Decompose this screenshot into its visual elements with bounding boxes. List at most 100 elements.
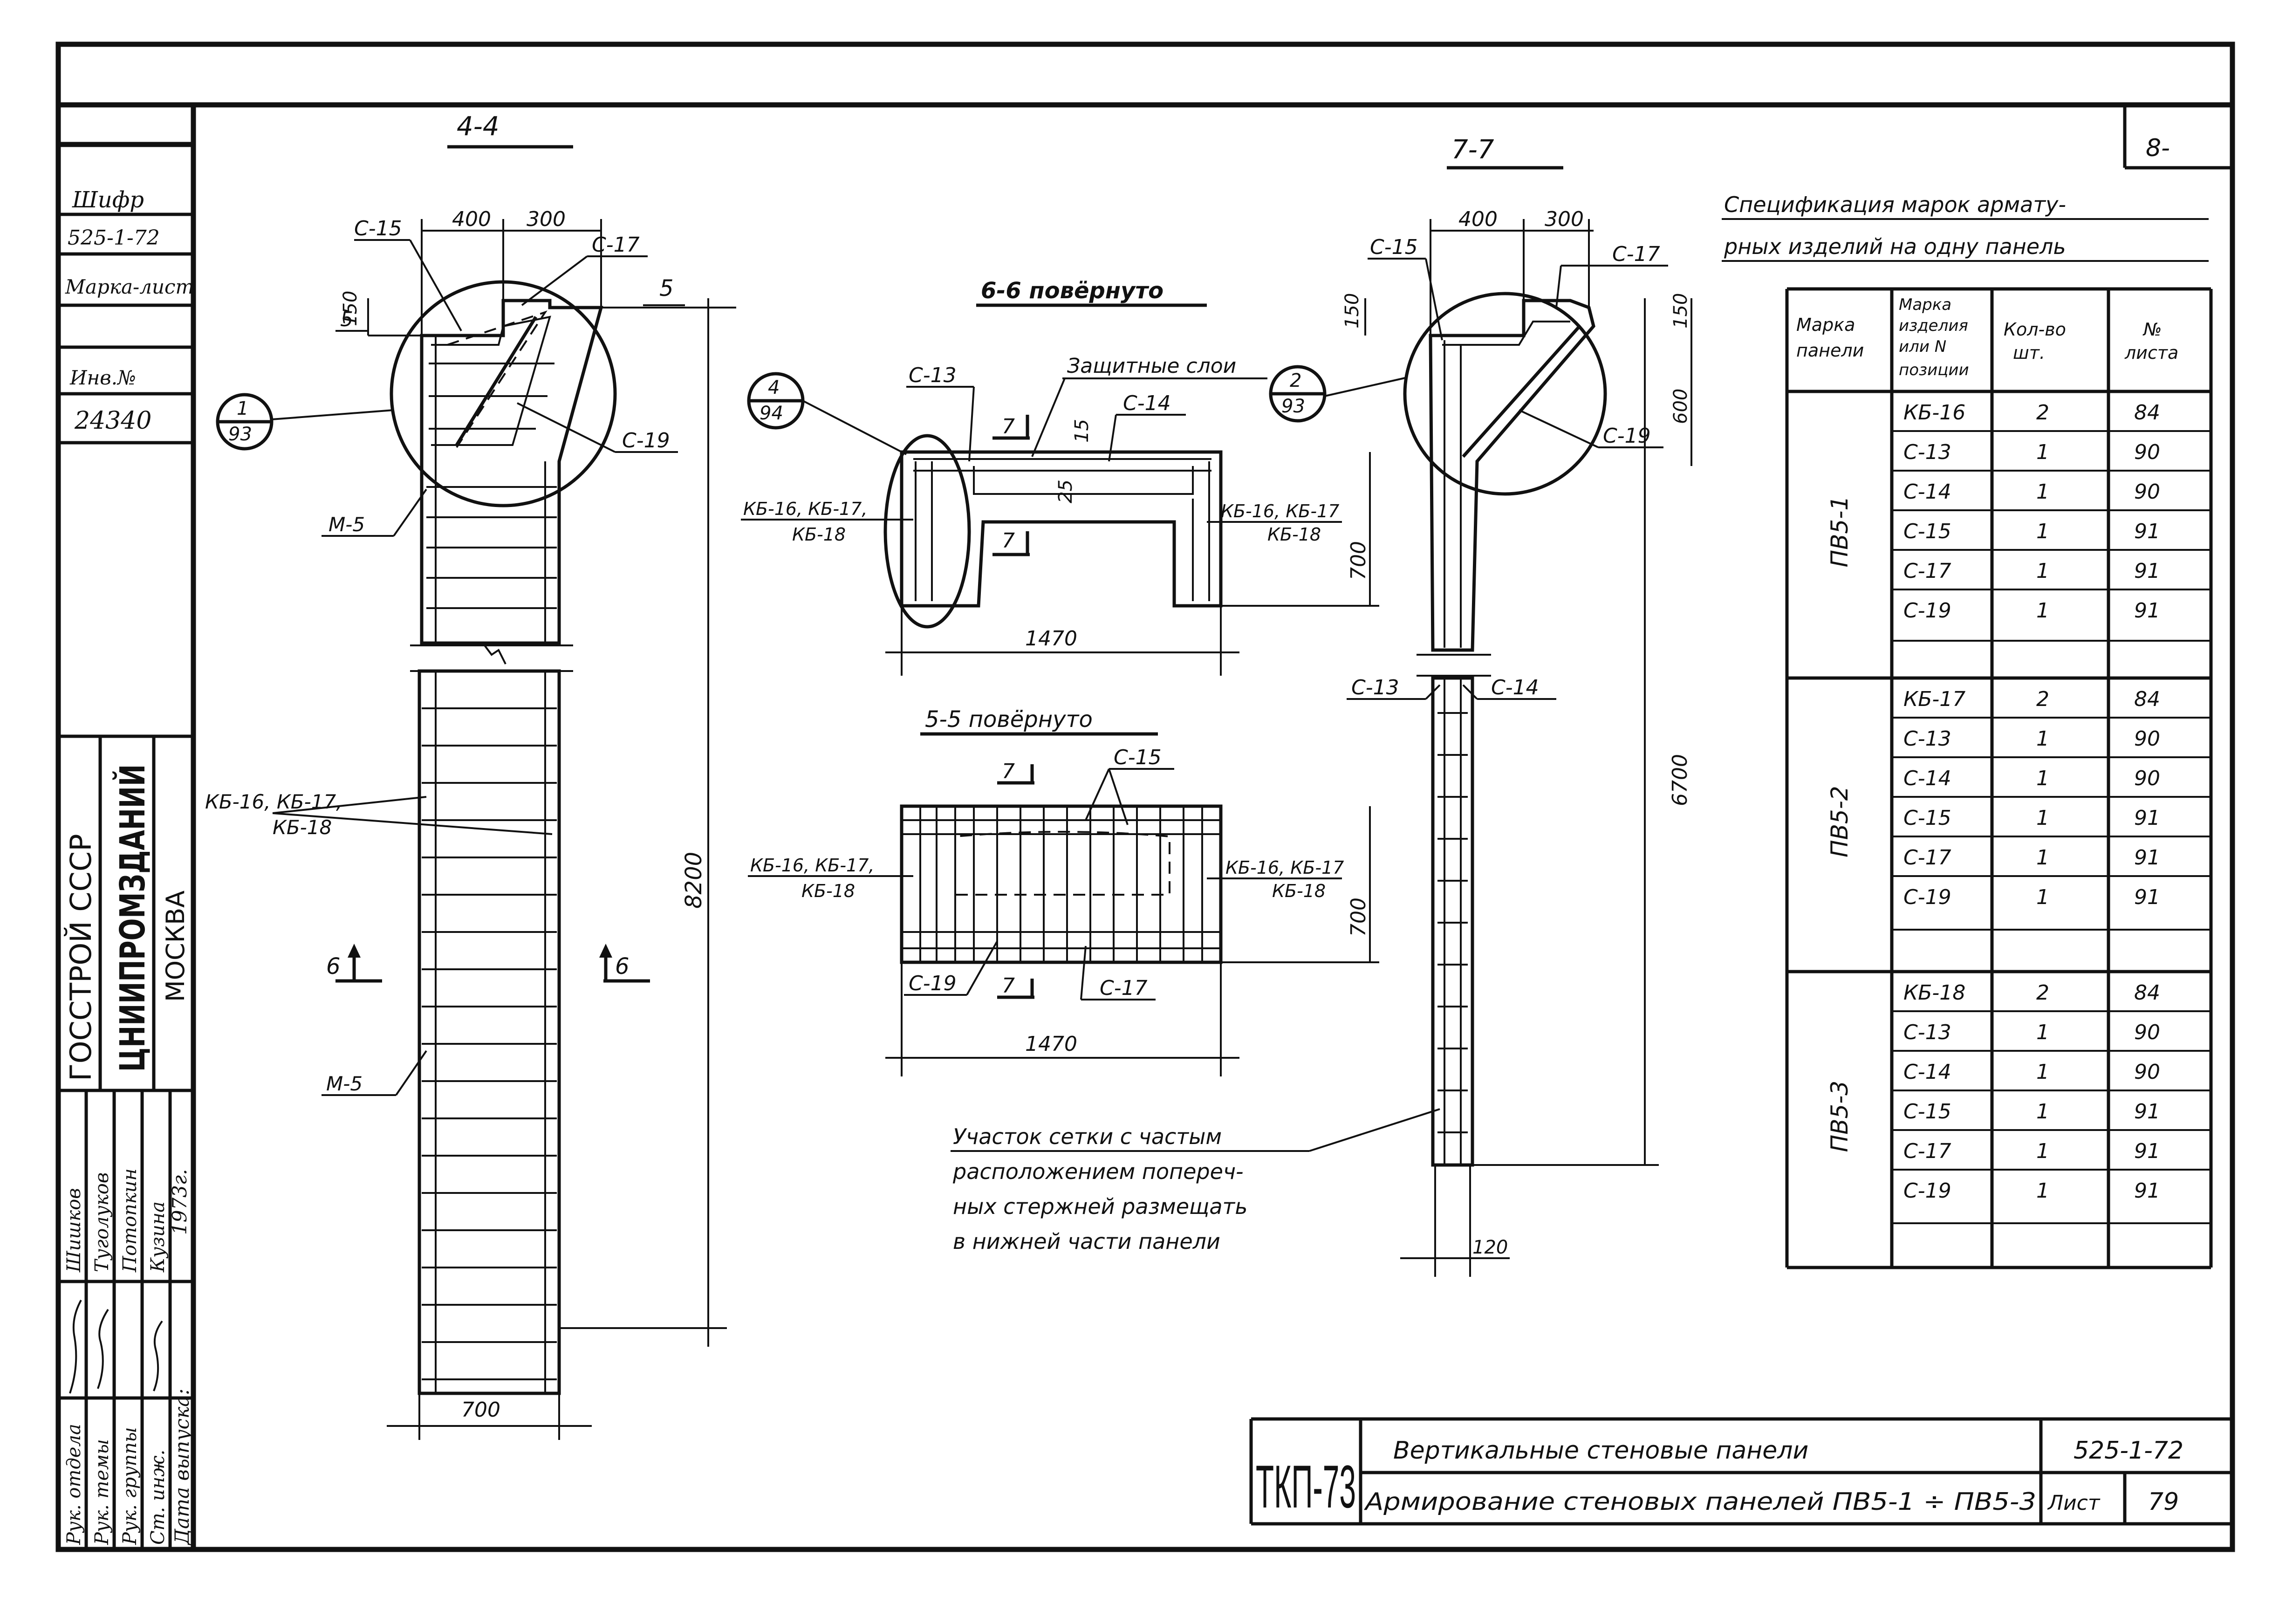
spec-cell-g0-r1-c0: С-13	[1903, 440, 1951, 464]
spec-panel-1: ПВ5-2	[1826, 786, 1853, 857]
spec-cell-g2-r4-c2: 91	[2134, 1139, 2160, 1163]
name-1: Шишков	[63, 1188, 85, 1273]
label-m5-bottom: М-5	[326, 1072, 363, 1095]
hdr-item-4: позиции	[1899, 361, 1969, 379]
spec-table: Спецификация марок армату- рных изделий …	[1722, 192, 2213, 1269]
note-line-3: ных стержней размещать	[953, 1194, 1247, 1219]
spec-cell-g0-r5-c1: 1	[2036, 599, 2049, 623]
spec-cell-g2-r2-c0: С-14	[1903, 1060, 1951, 1084]
dim-15: 15	[1071, 419, 1093, 443]
title-block: ТКП-73 Вертикальные стеновые панели Арми…	[1249, 1417, 2232, 1526]
label-m5-top: М-5	[329, 513, 365, 536]
name-4: Кузина	[147, 1201, 169, 1273]
hdr-item-2: изделия	[1899, 316, 1968, 335]
label-kb-left-2: КБ-18	[792, 524, 846, 545]
label-kb-55-right-2: КБ-18	[1272, 881, 1326, 901]
spec-cell-g0-r3-c2: 91	[2134, 520, 2160, 543]
spec-cell-g2-r2-c2: 90	[2134, 1060, 2160, 1084]
label-kb-2: КБ-18	[273, 816, 332, 839]
spec-cell-g2-r5-c1: 1	[2036, 1179, 2049, 1203]
side-stamp: Шифр 525-1-72 Марка-лист Инв.№ 24340 ГОС…	[58, 187, 194, 1549]
section-5-5-title: 5-5 повёрнуто	[925, 706, 1093, 733]
title-line-2: Армирование стеновых панелей ПВ5-1 ÷ ПВ5…	[1364, 1488, 2036, 1516]
spec-cell-g1-r2-c1: 1	[2036, 767, 2049, 790]
org-gosstroy: ГОССТРОЙ СССР	[64, 834, 98, 1081]
spec-title-2: рных изделий на одну панель	[1724, 234, 2066, 259]
cut-7-a: 7	[1002, 415, 1015, 439]
label-c19-b: С-19	[909, 972, 957, 995]
spec-header-sheet: № листа	[2124, 319, 2178, 363]
hdr-item-1: Марка	[1899, 295, 1951, 314]
spec-cell-g0-r2-c0: С-14	[1903, 480, 1951, 504]
label-protective: Защитные слои	[1067, 354, 1236, 378]
hdr-panel-1: Марка	[1796, 315, 1855, 335]
dim-150-b: 150	[1341, 293, 1363, 329]
note-mesh: Участок сетки с частым расположением поп…	[951, 1108, 1440, 1254]
spec-cell-g1-r2-c0: С-14	[1903, 767, 1951, 790]
label-kb-left-1: КБ-16, КБ-17,	[743, 499, 867, 519]
dim-5-right: 5	[659, 275, 674, 302]
section-6-6-title: 6-6 повёрнуто	[981, 278, 1163, 304]
name-5: 1973г.	[168, 1169, 191, 1235]
cut-6-left: 6	[326, 953, 341, 980]
ref-2-num: 2	[1290, 370, 1301, 391]
title-list-label: Лист	[2047, 1491, 2101, 1515]
label-c14-b: С-14	[1491, 676, 1539, 699]
spec-cell-g2-r1-c0: С-13	[1903, 1021, 1951, 1044]
spec-cell-g2-r5-c0: С-19	[1903, 1179, 1951, 1203]
spec-cell-g2-r0-c2: 84	[2134, 981, 2160, 1005]
ref-1-num: 1	[237, 398, 248, 419]
signature-1	[69, 1300, 82, 1394]
spec-cell-g2-r1-c1: 1	[2036, 1021, 2049, 1044]
hdr-sheet-1: №	[2142, 319, 2162, 340]
label-c17-a: С-17	[592, 233, 640, 257]
dim-600: 600	[1670, 389, 1691, 424]
title-doc-number: 525-1-72	[2074, 1437, 2183, 1465]
corner-number: 8-	[2146, 134, 2170, 162]
dim-1470-55: 1470	[1025, 1032, 1077, 1056]
spec-header-panel: Марка панели	[1796, 315, 1864, 361]
dim-700: 700	[461, 1398, 500, 1422]
hdr-panel-2: панели	[1796, 340, 1864, 361]
org-city: МОСКВА	[161, 891, 190, 1002]
label-c17-c: С-17	[1612, 242, 1660, 266]
section-4-4: 4-4	[205, 111, 736, 1440]
spec-cell-g0-r0-c1: 2	[2036, 401, 2049, 425]
spec-cell-g2-r2-c1: 1	[2036, 1060, 2049, 1084]
org-institute: ЦНИИПРОМЗДАНИЙ	[112, 764, 153, 1072]
label-c19-a: С-19	[622, 429, 670, 452]
signature-2	[97, 1309, 109, 1389]
shifr-value: 525-1-72	[68, 226, 160, 250]
label-c17-b: С-17	[1100, 976, 1148, 1000]
label-c13-a: С-13	[909, 363, 957, 387]
spec-cell-g1-r4-c0: С-17	[1903, 846, 1951, 870]
label-kb-55-right-1: КБ-16, КБ-17	[1225, 857, 1344, 878]
label-c13-b: С-13	[1351, 676, 1399, 699]
dim-300-a: 300	[527, 207, 566, 231]
label-kb-55-left-1: КБ-16, КБ-17,	[750, 855, 874, 876]
spec-cell-g1-r5-c1: 1	[2036, 885, 2049, 909]
spec-cell-g2-r3-c1: 1	[2036, 1100, 2049, 1124]
spec-cell-g1-r0-c0: КБ-17	[1903, 687, 1965, 711]
spec-cell-g1-r5-c2: 91	[2134, 885, 2160, 909]
dim-300-b: 300	[1545, 207, 1584, 231]
dim-700-55: 700	[1347, 898, 1370, 937]
section-5-5: 5-5 повёрнуто 7 7 С-15 КБ-16, КБ-17,	[748, 706, 1379, 1076]
marka-list-label: Марка-лист	[65, 275, 194, 298]
inv-value: 24340	[74, 407, 151, 435]
dim-8200: 8200	[681, 852, 707, 909]
spec-cell-g1-r4-c2: 91	[2134, 846, 2160, 870]
shifr-label: Шифр	[72, 187, 144, 213]
title-line-1: Вертикальные стеновые панели	[1393, 1437, 1808, 1465]
spec-cell-g0-r3-c0: С-15	[1903, 520, 1951, 543]
spec-panel-2: ПВ5-3	[1826, 1081, 1853, 1152]
hdr-sheet-2: листа	[2124, 343, 2178, 363]
dim-1470-66: 1470	[1025, 627, 1077, 651]
hdr-qty-2: шт.	[2013, 343, 2045, 363]
label-c15-b: С-15	[1114, 746, 1162, 769]
dim-700-66: 700	[1347, 541, 1370, 580]
label-c14-a: С-14	[1123, 391, 1171, 415]
dim-150-a: 150	[340, 291, 361, 326]
